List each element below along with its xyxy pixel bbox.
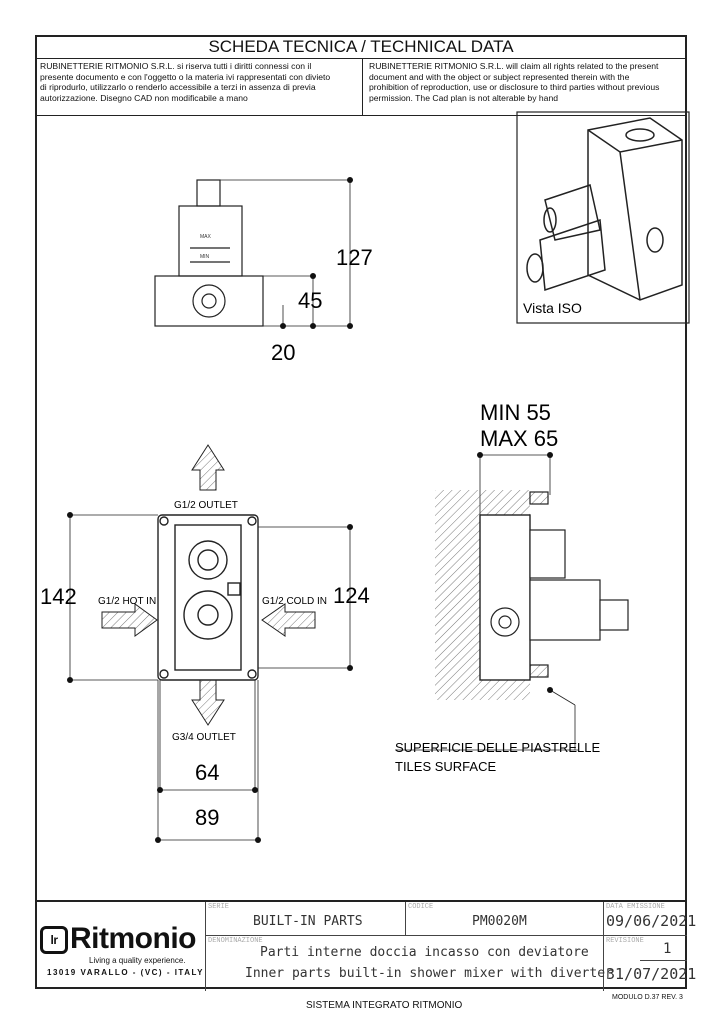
copyright-note-it: RUBINETTERIE RITMONIO S.R.L. si riserva … — [40, 61, 350, 103]
dim-min: MIN 55 — [480, 400, 551, 425]
label-outlet-34: G3/4 OUTLET — [172, 732, 236, 743]
denom-en: Inner parts built-in shower mixer with d… — [245, 966, 613, 981]
label-hot-in: G1/2 HOT IN — [98, 596, 156, 607]
divider — [35, 115, 687, 116]
footer-module: MODULO D.37 REV. 3 — [612, 994, 683, 1001]
tagline: Living a quality experience. — [89, 956, 186, 965]
codice-value: PM0020M — [472, 914, 527, 929]
rev-label: REVISIONE — [606, 937, 644, 945]
top-view — [154, 179, 264, 327]
serie-value: BUILT-IN PARTS — [253, 914, 363, 929]
max-mark: MAX — [200, 234, 212, 240]
copyright-note-en: RUBINETTERIE RITMONIO S.R.L. will claim … — [369, 61, 687, 103]
denom-it: Parti interne doccia incasso con deviato… — [260, 945, 589, 960]
label-cold-in: G1/2 COLD IN — [262, 596, 327, 607]
arrow-outlet-up — [191, 444, 225, 491]
dim-89: 89 — [195, 805, 219, 830]
data-value: 09/06/2021 — [606, 912, 697, 930]
serie-label: SERIE — [208, 903, 230, 911]
front-view — [157, 514, 259, 681]
brand-name: Ritmonio — [70, 922, 196, 955]
dim-max: MAX 65 — [480, 426, 558, 451]
note-line: di riprodurlo, utilizzarlo o renderlo ac… — [40, 82, 316, 93]
address: 13019 VARALLO - (VC) - ITALY — [47, 968, 204, 977]
note-line: permission. The Cad plan is not alterabl… — [369, 92, 559, 103]
data-label: DATA EMISSIONE — [606, 903, 665, 911]
dim-142: 142 — [40, 584, 77, 609]
divider — [362, 58, 363, 115]
page-title: SCHEDA TECNICA / TECHNICAL DATA — [35, 35, 687, 59]
note-line: document and with the object or subject … — [369, 71, 630, 82]
dim-45: 45 — [298, 288, 322, 313]
min-mark: MIN — [200, 254, 210, 260]
label-iso: Vista ISO — [523, 300, 582, 316]
note-line: presente documento e con l'oggetto o la … — [40, 71, 331, 82]
rev-value: 1 — [663, 941, 672, 957]
label-surface-en: TILES SURFACE — [395, 759, 496, 774]
codice-label: CODICE — [408, 903, 434, 911]
note-line: RUBINETTERIE RITMONIO S.R.L. si riserva … — [40, 61, 312, 71]
note-line: prohibition of reproduction, use or disc… — [369, 82, 660, 93]
dim-64: 64 — [195, 760, 219, 785]
denom-label: DENOMINAZIONE — [208, 937, 263, 945]
note-line: RUBINETTERIE RITMONIO S.R.L. will claim … — [369, 61, 659, 71]
iso-view-frame — [516, 111, 690, 324]
flow-arrows — [101, 444, 316, 726]
ritmonio-logo-icon: lr — [40, 926, 68, 954]
dim-124: 124 — [333, 583, 370, 608]
arrow-cold-in — [261, 603, 316, 637]
dimension-dots — [67, 177, 553, 843]
label-outlet: G1/2 OUTLET — [174, 500, 238, 511]
dim-127: 127 — [336, 245, 373, 270]
footer-system: SISTEMA INTEGRATO RITMONIO — [306, 1000, 463, 1011]
iso-view — [526, 117, 683, 301]
sheet-frame — [35, 35, 687, 989]
arrow-hot-in — [101, 603, 158, 637]
arrow-outlet-down — [191, 679, 225, 726]
rev-date: 31/07/2021 — [606, 965, 697, 983]
dim-20: 20 — [271, 340, 295, 365]
label-surface-it: SUPERFICIE DELLE PIASTRELLE — [395, 740, 601, 755]
side-view — [435, 490, 629, 700]
note-line: autorizzazione. Disegno CAD non modifica… — [40, 92, 248, 103]
